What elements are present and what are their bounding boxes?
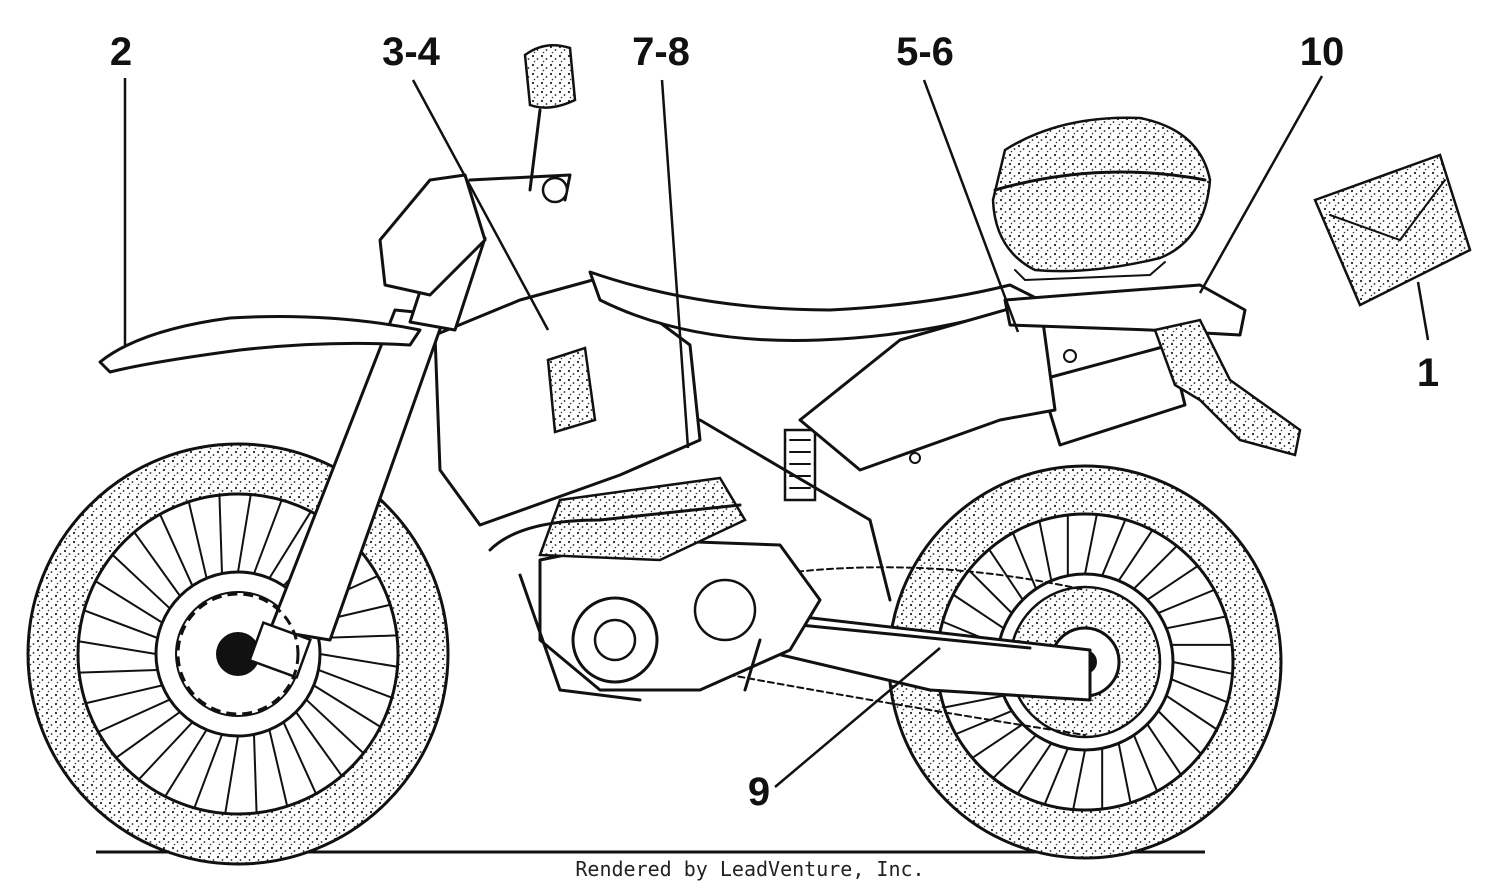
leader-line-9 (774, 647, 941, 788)
spoke (94, 580, 164, 624)
spoke (1117, 529, 1154, 582)
spoke (988, 548, 1024, 601)
engine (518, 476, 822, 702)
spoke (294, 710, 343, 777)
spoke (319, 653, 399, 668)
front-fender (98, 315, 422, 374)
callout-3-4: 3-4 (382, 30, 441, 74)
spoke (1165, 694, 1218, 731)
spoke (133, 531, 182, 598)
muffler (1038, 343, 1187, 447)
spoke (312, 684, 382, 728)
callout-1: 1 (1417, 351, 1439, 395)
exhaust-pipe (488, 503, 742, 552)
spoke (218, 494, 224, 575)
spoke (954, 709, 1013, 736)
spoke (1146, 723, 1182, 776)
callout-10: 10 (1300, 30, 1345, 74)
callout-5-6: 5-6 (896, 30, 954, 74)
spoke (268, 728, 289, 808)
handlebar (468, 43, 577, 204)
callout-7-8: 7-8 (632, 30, 690, 74)
spoke (1072, 749, 1086, 811)
spoke (992, 734, 1038, 780)
spoke (97, 698, 171, 733)
spoke (111, 553, 171, 610)
spoke (943, 694, 1005, 709)
side-stand (743, 638, 762, 692)
spoke (77, 640, 157, 655)
spoke (1172, 661, 1234, 675)
spoke (164, 728, 208, 798)
spoke (237, 493, 252, 573)
front-wheel (26, 442, 450, 866)
spoke (1132, 734, 1159, 793)
spoke (1101, 518, 1127, 577)
spoke (224, 735, 239, 815)
footer-credit: Rendered by LeadVenture, Inc. (575, 857, 925, 881)
spoke (187, 500, 208, 580)
spoke (282, 721, 317, 795)
spoke (1038, 520, 1053, 582)
leader-line-3-4 (411, 79, 550, 331)
spoke (193, 733, 224, 809)
spoke (952, 593, 1005, 630)
spoke (1043, 747, 1069, 806)
top-case (991, 116, 1212, 273)
leader-line-7-8 (660, 79, 690, 449)
decal-sheet (1313, 153, 1472, 307)
front-brake-disc (176, 592, 300, 716)
headlight-cowl (378, 173, 487, 297)
spoke (1132, 544, 1178, 590)
shroud-vent (546, 346, 597, 434)
spoke (78, 668, 159, 674)
license-bracket (1153, 318, 1302, 457)
spoke (1170, 678, 1229, 704)
spoke (137, 721, 194, 781)
spoke (1084, 513, 1098, 575)
callout-9: 9 (748, 770, 770, 814)
spoke (83, 609, 159, 640)
spoke (1165, 615, 1227, 630)
spoke (252, 499, 283, 575)
spoke (84, 684, 164, 705)
spoke (115, 710, 182, 759)
spoke (1117, 742, 1132, 804)
rear-shock (783, 428, 817, 502)
spoke (268, 510, 312, 580)
spoke (1157, 588, 1216, 615)
spoke (1016, 742, 1053, 795)
side-cover (798, 298, 1057, 472)
leader-line-10 (1198, 75, 1324, 294)
rear-fender (1003, 283, 1247, 337)
spoke (252, 733, 258, 814)
leader-line-5-6 (922, 79, 1020, 333)
spoke (305, 698, 365, 755)
spoke (317, 668, 393, 699)
spoke (1146, 565, 1199, 601)
spoke (1157, 709, 1203, 755)
callout-2: 2 (110, 30, 132, 74)
leader-line-1 (1416, 281, 1430, 341)
spoke (967, 569, 1013, 615)
spoke (159, 513, 194, 587)
spoke (971, 723, 1024, 759)
